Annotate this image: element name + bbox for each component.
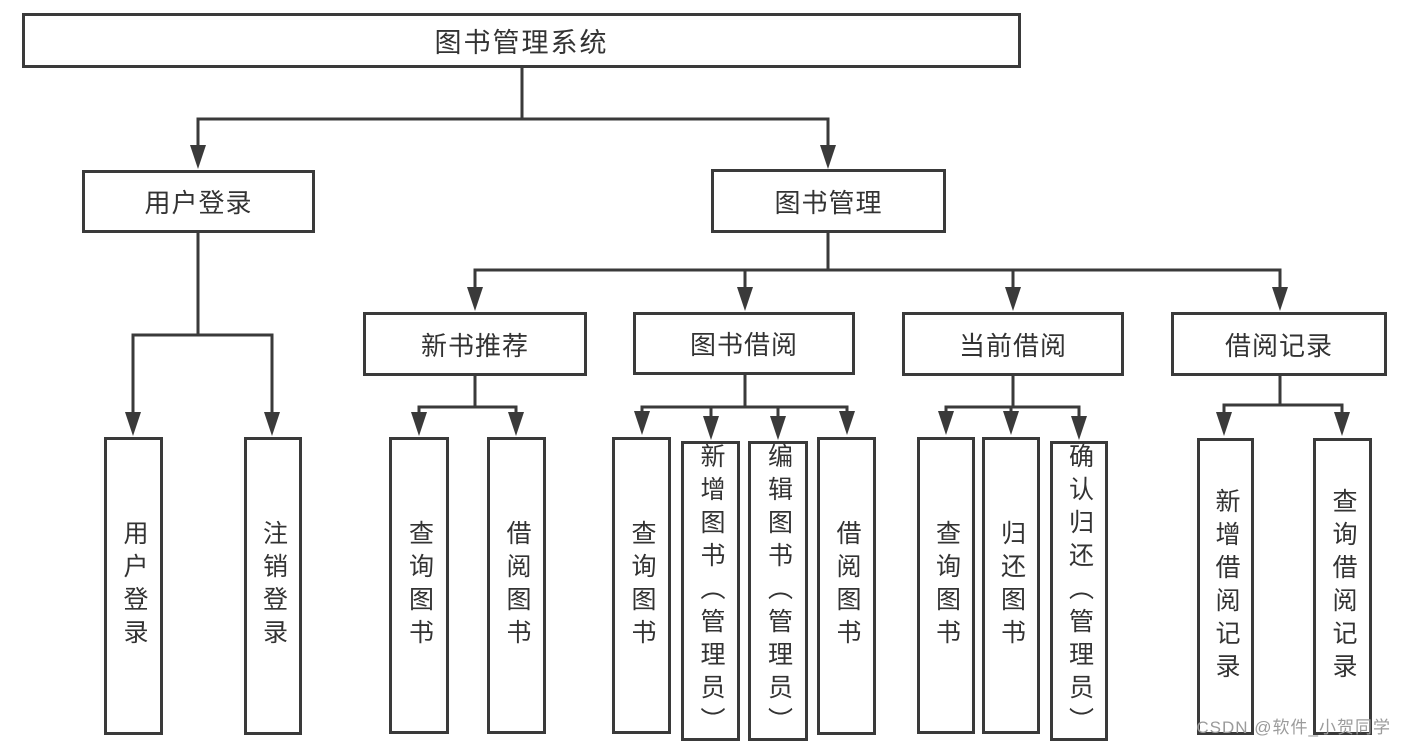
arrowhead-icon [737,287,753,311]
arrowhead-icon [411,412,427,436]
node-user-login: 用户登录 [82,170,315,233]
arrowhead-icon [1071,416,1087,440]
arrowhead-icon [938,411,954,435]
node-borrow-record: 借阅记录 [1171,312,1387,376]
arrowhead-icon [508,412,524,436]
leaf-return-book: 归还图书 [982,437,1040,734]
leaf-query-book-borrow: 查询图书 [612,437,671,734]
connector-current-borrow-children [938,374,1087,440]
leaf-borrow-book: 借阅图书 [817,437,876,735]
node-current-borrow: 当前借阅 [902,312,1124,376]
arrowhead-icon [190,145,206,169]
leaf-logout: 注销登录 [244,437,302,735]
arrowhead-icon [467,287,483,311]
leaf-query-borrow-record: 查询借阅记录 [1313,438,1372,735]
leaf-add-borrow-record: 新增借阅记录 [1197,438,1254,735]
arrowhead-icon [770,416,786,440]
arrowhead-icon [1272,287,1288,311]
node-book-manage: 图书管理 [711,169,946,233]
leaf-user-login: 用户登录 [104,437,163,735]
csdn-watermark: CSDN @软件_小贺同学 [1196,718,1391,737]
connector-new-book-children [411,374,524,436]
leaf-confirm-return-admin: 确认归还（管理员） [1050,441,1108,741]
connector-borrow-record-children [1216,374,1350,436]
node-new-book-recommend: 新书推荐 [363,312,587,376]
connector-book-manage-children [467,231,1288,311]
arrowhead-icon [839,411,855,435]
node-root-system: 图书管理系统 [22,13,1021,68]
leaf-borrow-book-recommend: 借阅图书 [487,437,546,734]
arrowhead-icon [634,411,650,435]
connector-root-to-level2 [190,66,836,169]
node-book-borrow: 图书借阅 [633,312,855,375]
leaf-add-book-admin: 新增图书（管理员） [681,441,740,741]
arrowhead-icon [1334,412,1350,436]
leaf-query-book-recommend: 查询图书 [389,437,449,734]
arrowhead-icon [264,412,280,436]
arrowhead-icon [1003,411,1019,435]
arrowhead-icon [1216,412,1232,436]
arrowhead-icon [125,412,141,436]
connector-user-login-children [125,231,280,436]
arrowhead-icon [820,145,836,169]
leaf-edit-book-admin: 编辑图书（管理员） [748,441,808,741]
arrowhead-icon [703,416,719,440]
connector-book-borrow-children [634,374,855,440]
leaf-query-book-current: 查询图书 [917,437,975,734]
arrowhead-icon [1005,287,1021,311]
